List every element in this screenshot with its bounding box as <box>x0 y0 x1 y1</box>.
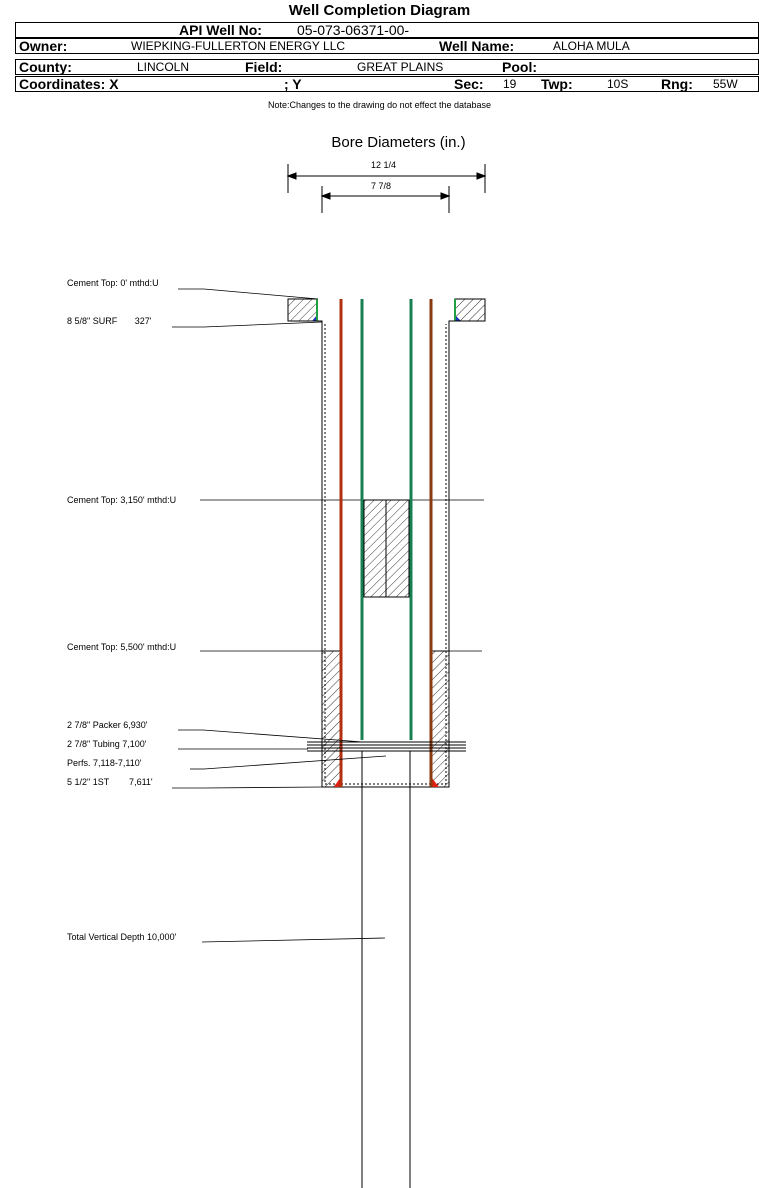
tubing-cement-block <box>363 499 410 598</box>
cement-top-0-label: Cement Top: 0' mthd:U <box>67 278 159 288</box>
perfs-label: Perfs. 7,118-7,110' <box>67 758 142 768</box>
bore-diameter-outer: 12 1/4 <box>371 160 397 170</box>
bore-diameters-title: Bore Diameters (in.) <box>331 134 466 151</box>
annotation-leaders <box>172 288 387 943</box>
production-casing <box>288 320 485 788</box>
surface-cement-left <box>287 298 318 322</box>
owner-value: WIEPKING-FULLERTON ENERGY LLC <box>131 39 346 53</box>
production-casing-label: 5 1/2" 1ST 7,611' <box>67 777 153 787</box>
sec-value: 19 <box>503 77 517 91</box>
header-row-coordinates: Coordinates: X ; Y Sec: 19 Twp: 10S Rng:… <box>15 76 759 92</box>
cement-top-3150-label: Cement Top: 3,150' mthd:U <box>67 495 177 505</box>
lower-cement-left <box>321 650 341 788</box>
twp-label: Twp: <box>541 76 573 92</box>
api-value: 05-073-06371-00- <box>297 22 410 38</box>
well-name-value: ALOHA MULA <box>553 39 630 53</box>
county-label: County: <box>19 59 72 75</box>
header-row-county: County: LINCOLN Field: GREAT PLAINS Pool… <box>15 59 759 75</box>
open-hole <box>361 751 411 1188</box>
well-name-label: Well Name: <box>439 38 515 54</box>
header-row-api: API Well No: 05-073-06371-00- <box>15 22 759 38</box>
header-row-owner: Owner: WIEPKING-FULLERTON ENERGY LLC Wel… <box>15 38 759 54</box>
api-label: API Well No: <box>179 22 262 38</box>
diagram-title: Well Completion Diagram <box>288 2 471 19</box>
county-value: LINCOLN <box>137 60 190 74</box>
bore-dimension-7-7-8 <box>320 186 451 213</box>
sec-label: Sec: <box>454 76 484 92</box>
coords-label: Coordinates: X <box>19 76 119 92</box>
coords-y: ; Y <box>284 76 302 92</box>
rng-label: Rng: <box>661 76 693 92</box>
pool-label: Pool: <box>502 59 537 75</box>
field-value: GREAT PLAINS <box>357 60 444 74</box>
total-depth-label: Total Vertical Depth 10,000' <box>67 932 177 942</box>
field-label: Field: <box>245 59 283 75</box>
packer-tubing-lines <box>307 741 466 752</box>
note-text: Note:Changes to the drawing do not effec… <box>268 100 491 110</box>
packer-label: 2 7/8" Packer 6,930' <box>67 720 148 730</box>
surface-casing-label: 8 5/8" SURF 327' <box>67 316 152 326</box>
twp-value: 10S <box>607 77 629 91</box>
lower-cement-right <box>431 650 450 788</box>
surface-cement-right <box>454 298 486 322</box>
tubing-label: 2 7/8" Tubing 7,100' <box>67 739 147 749</box>
bore-dimension-12-1-4 <box>286 164 487 193</box>
owner-label: Owner: <box>19 38 68 54</box>
cement-top-5500-label: Cement Top: 5,500' mthd:U <box>67 642 177 652</box>
rng-value: 55W <box>713 77 738 91</box>
bore-diameter-inner: 7 7/8 <box>371 181 392 191</box>
